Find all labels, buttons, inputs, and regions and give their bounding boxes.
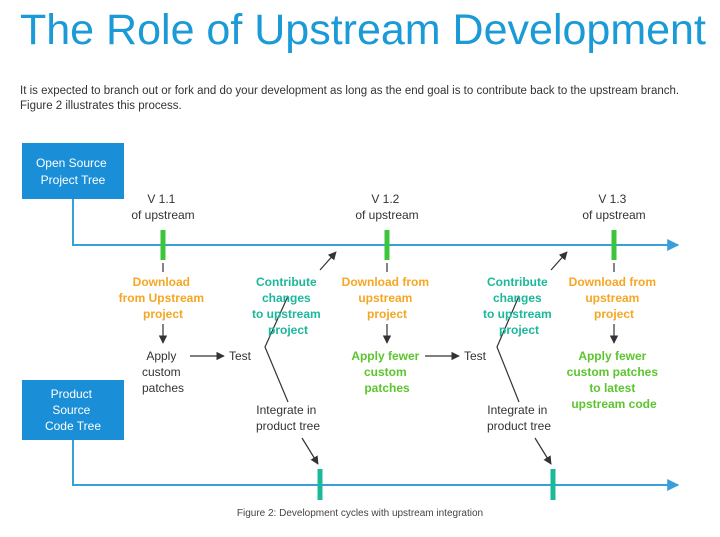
product-timeline <box>72 440 680 491</box>
cycle1-contribute-label: Contribute changes to upstream project <box>252 275 324 337</box>
cycle1-contribute-line-3: to upstream <box>252 307 321 321</box>
version-2-name: V 1.2 <box>371 192 399 206</box>
upstream-timeline <box>72 199 680 251</box>
cycle1-contribute-line-4: project <box>268 323 308 337</box>
cycle1-download-line-2: from Upstream <box>119 291 204 305</box>
cycle2-download-label: Download from upstream project <box>342 275 433 321</box>
cycle2-integrate-line-1: Integrate in <box>487 403 547 417</box>
version-label-3: V 1.3 of upstream <box>582 192 645 222</box>
product-tree-box <box>22 380 124 440</box>
cycle2-download-line-2: upstream <box>358 291 412 305</box>
cycle1-download-line-3: project <box>143 307 183 321</box>
cycle2-apply-label: Apply fewer custom patches <box>351 349 422 395</box>
cycle3-apply-line-3: to latest <box>589 381 635 395</box>
figure-caption: Figure 2: Development cycles with upstre… <box>236 508 484 519</box>
cycle1-branch-line <box>264 295 289 403</box>
version-3-name: V 1.3 <box>598 192 626 206</box>
cycle2-branch-line <box>496 295 520 403</box>
intro-paragraph: It is expected to branch out or fork and… <box>20 85 680 112</box>
cycle3-download-line-3: project <box>594 307 634 321</box>
cycle1-integrate-line-1: Integrate in <box>256 403 316 417</box>
version-label-1: V 1.1 of upstream <box>131 192 194 222</box>
page-title: The Role of Upstream Development <box>20 6 706 54</box>
cycle2-integrate-line-2: product tree <box>487 419 551 433</box>
cycle1-integrate-label: Integrate in product tree <box>256 403 320 433</box>
open-source-box-label: Open Source Project Tree <box>36 156 110 187</box>
cycle1-integrate-line-2: product tree <box>256 419 320 433</box>
version-1-name: V 1.1 <box>147 192 175 206</box>
product-line-1: Product <box>51 387 93 401</box>
cycle1-arrow-contribute-upstream <box>319 251 337 271</box>
cycle2-apply-line-2: custom <box>364 365 407 379</box>
cycle2-apply-line-3: patches <box>364 381 410 395</box>
cycle2-download-line-1: Download from <box>342 275 429 289</box>
cycle2-test-label: Test <box>464 349 487 363</box>
cycle2-contribute-line-1: Contribute <box>487 275 548 289</box>
open-source-line-1: Open Source <box>36 156 107 170</box>
version-3-sub: of upstream <box>582 208 645 222</box>
cycle2-contribute-line-3: to upstream <box>483 307 552 321</box>
cycle3-download-label: Download from upstream project <box>569 275 660 321</box>
cycle2-integrate-label: Integrate in product tree <box>487 403 551 433</box>
cycle2-arrow-contribute-upstream <box>550 251 568 271</box>
version-2-sub: of upstream <box>355 208 418 222</box>
cycle1-apply-line-3: patches <box>142 381 184 395</box>
product-line-3: Code Tree <box>45 419 101 433</box>
cycle1-apply-line-1: Apply <box>146 349 176 363</box>
cycle2-arrow-integrate-product <box>534 437 552 465</box>
cycle1-apply-line-2: custom <box>142 365 181 379</box>
cycle3-apply-label: Apply fewer custom patches to latest ups… <box>567 349 662 411</box>
cycle3-apply-line-1: Apply fewer <box>578 349 646 363</box>
product-line-2: Source <box>52 403 90 417</box>
cycle1-contribute-line-2: changes <box>262 291 311 305</box>
open-source-line-2: Project Tree <box>41 173 106 187</box>
cycle2-apply-line-1: Apply fewer <box>351 349 419 363</box>
cycle2-contribute-line-2: changes <box>493 291 542 305</box>
cycle1-download-label: Download from Upstream project <box>119 275 208 321</box>
cycle3-download-line-1: Download from <box>569 275 656 289</box>
cycle1-test-label: Test <box>229 349 252 363</box>
cycle3-apply-line-2: custom patches <box>567 365 659 379</box>
cycle2-contribute-line-4: project <box>499 323 539 337</box>
product-box-label: Product Source Code Tree <box>45 387 101 433</box>
version-1-sub: of upstream <box>131 208 194 222</box>
cycle1-apply-label: Apply custom patches <box>142 349 184 395</box>
cycle3-apply-line-4: upstream code <box>571 397 657 411</box>
open-source-tree-box <box>22 143 124 199</box>
cycle2-download-line-3: project <box>367 307 407 321</box>
version-label-2: V 1.2 of upstream <box>355 192 418 222</box>
cycle2-contribute-label: Contribute changes to upstream project <box>483 275 555 337</box>
cycle1-arrow-integrate-product <box>301 437 319 465</box>
cycle1-contribute-line-1: Contribute <box>256 275 317 289</box>
cycle1-download-line-1: Download <box>133 275 190 289</box>
cycle3-download-line-2: upstream <box>585 291 639 305</box>
